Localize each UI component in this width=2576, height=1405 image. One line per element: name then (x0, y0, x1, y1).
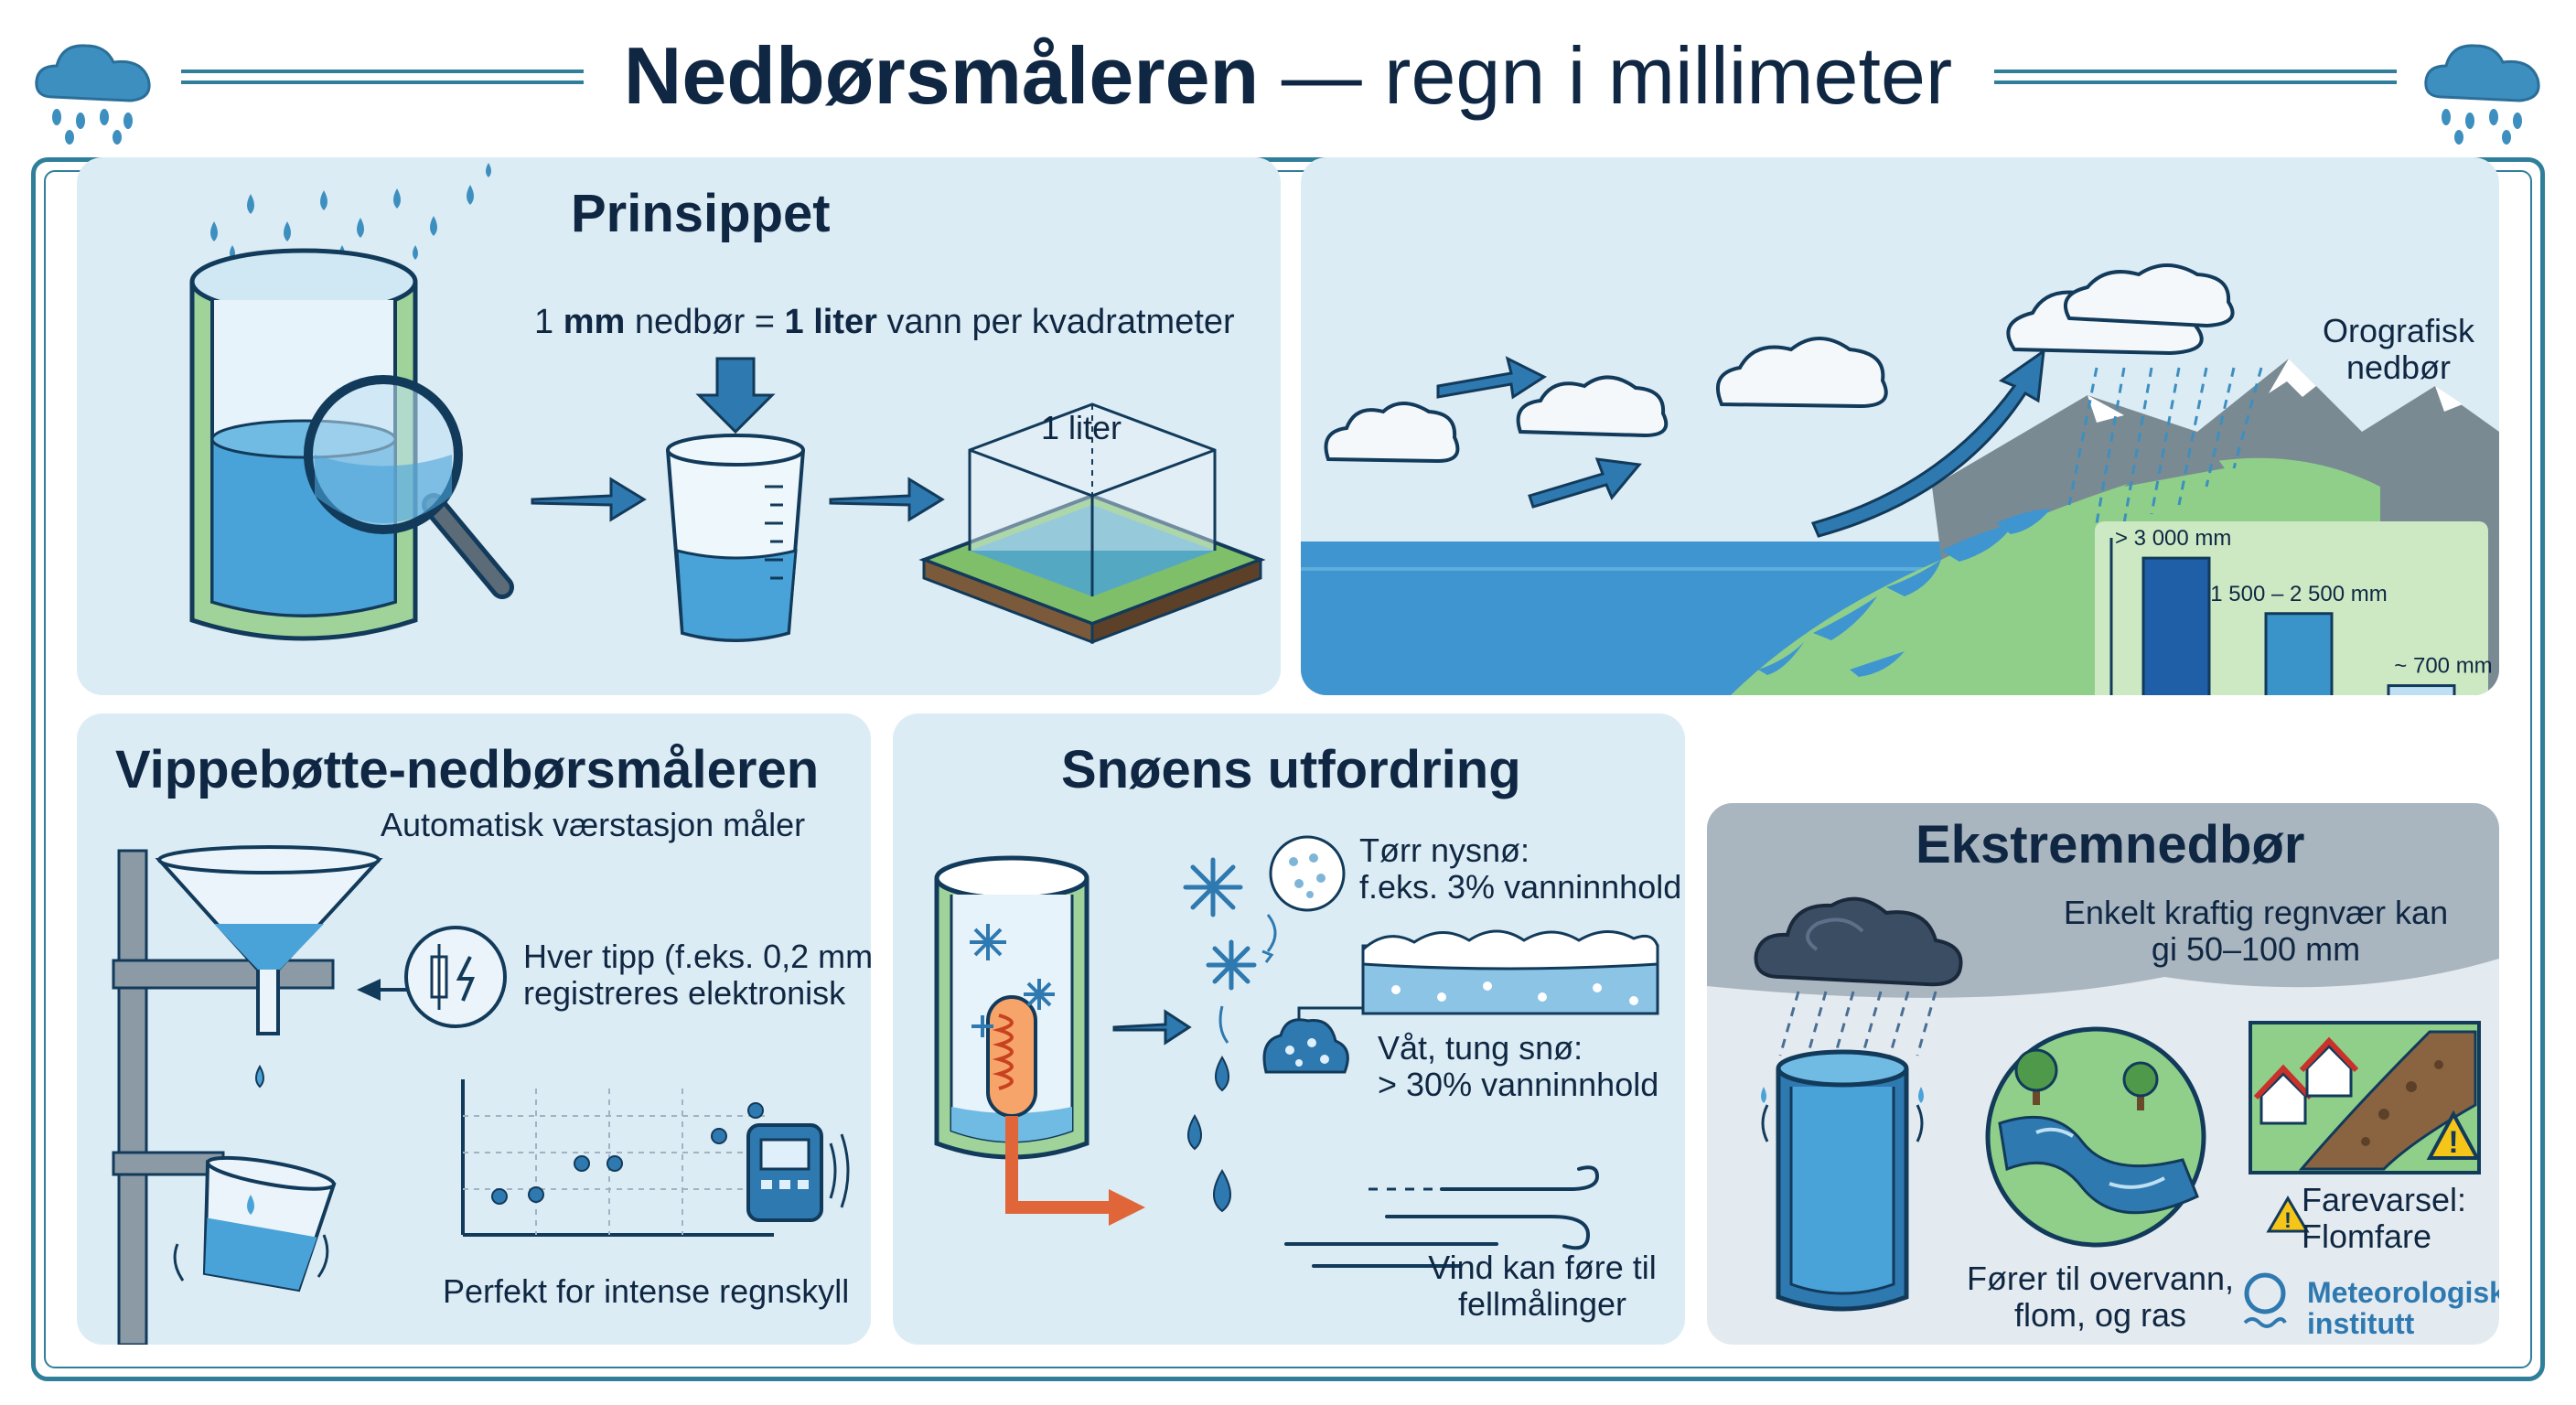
magnifier-icon (304, 375, 514, 599)
tipping-bucket-gauge (112, 845, 383, 1345)
met-logo-icon (2243, 1272, 2287, 1328)
flood-river-icon (1985, 1026, 2206, 1248)
measuring-glass (666, 357, 805, 642)
rain-drops (210, 163, 491, 260)
principle-title: Prinsippet (571, 184, 831, 243)
storm-cloud-icon (1754, 896, 1963, 1056)
wet-snow-text: Våt, tung snø:> 30% vanninnhold (1378, 1029, 1659, 1103)
flood-text: Fører til overvann,flom, og ras (1966, 1260, 2235, 1334)
tipping-title: Vippebøtte-nedbørsmåleren (115, 740, 820, 799)
landslide-icon: ! (2249, 1021, 2481, 1174)
wind-icon (1284, 1165, 1600, 1268)
arrow-to-snow (1112, 1009, 1192, 1046)
chart-data-label: 1 500 – 2 500 mm (2210, 582, 2387, 606)
svg-text:!: ! (2448, 1125, 2458, 1160)
data-logger-icon (746, 1123, 850, 1222)
chart-data-label: ~ 700 mm (2394, 654, 2492, 679)
wet-snow-icon (1262, 1006, 1363, 1074)
liter-cube (918, 402, 1266, 645)
principle-equation: 1 mm nedbør = 1 liter vann per kvadratme… (534, 303, 1235, 341)
sensor-icon (404, 926, 507, 1028)
title-rule-right (1994, 70, 2397, 84)
warning-icon: ! (2266, 1196, 2310, 1233)
data-plot-icon (461, 1079, 774, 1237)
tipping-footer: Perfekt for intense regnskyll (443, 1272, 850, 1310)
dry-snow-text: Tørr nysnø:f.eks. 3% vanninnhold (1359, 831, 1682, 906)
warning-text: Farevarsel:Flomfare (2302, 1181, 2467, 1255)
panel-snow: Snøens utfordring (893, 713, 1685, 1345)
inner-frame (44, 170, 2532, 1368)
chart-data-label: > 3 000 mm (2115, 526, 2231, 551)
arrow-right-1 (531, 477, 647, 522)
outer-frame (31, 157, 2545, 1381)
svg-text:!: ! (2284, 1208, 2292, 1233)
page-title: Nedbørsmåleren — regn i millimeter (623, 30, 1953, 121)
panel-principle: Prinsippet 1 mm nedbør = 1 liter vann pe… (77, 157, 1281, 695)
extreme-title: Ekstremnedbør (1916, 815, 2305, 874)
rain-cloud-icon-right (2424, 44, 2540, 145)
panel-extreme: Ekstremnedbør Enkelt kraftig regnvær kan… (1707, 803, 2499, 1345)
cube-label: 1 liter (1041, 409, 1122, 446)
snowflakes-and-drops (1183, 857, 1277, 1213)
chart-bar (2141, 556, 2211, 695)
tipping-subtitle: Automatisk værstasjon måler (381, 806, 806, 843)
arrow-right-2 (829, 477, 945, 522)
tip-description: Hver tipp (f.eks. 0,2 mm)registreres ele… (523, 938, 871, 1012)
snow-layer (1361, 929, 1659, 1015)
snow-title: Snøens utfordring (1061, 740, 1521, 799)
panel-tipping-bucket: Vippebøtte-nedbørsmåleren Automatisk vær… (77, 713, 871, 1345)
dry-snow-icon (1269, 835, 1346, 912)
chart-bar (2264, 612, 2334, 695)
heated-gauge (934, 855, 1145, 1226)
chart-bar (2387, 684, 2456, 695)
title-rule-left (181, 70, 584, 84)
rain-cloud-icon-left (35, 44, 151, 145)
full-gauge-icon (1761, 1049, 1924, 1312)
